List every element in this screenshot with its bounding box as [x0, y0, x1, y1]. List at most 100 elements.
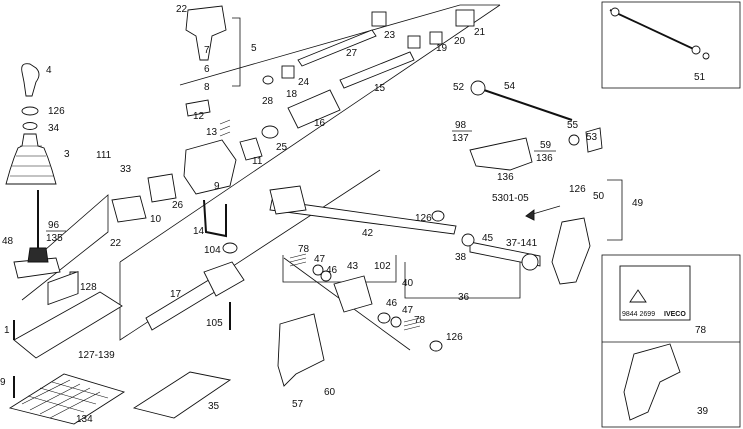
- callout: 8: [204, 82, 210, 93]
- callout: 10: [150, 214, 162, 225]
- callout: 7: [204, 45, 210, 56]
- callout: 54: [504, 81, 516, 92]
- cover-plate: [13, 291, 123, 359]
- callout: 47: [402, 305, 414, 316]
- callout: 27: [346, 48, 358, 59]
- callout: 51: [694, 72, 706, 83]
- callout-fraction-den: 135: [46, 233, 63, 244]
- callout: 50: [593, 191, 605, 202]
- callout: 46: [386, 298, 398, 309]
- callout-fraction-num: 59: [540, 140, 552, 151]
- callout: 52: [453, 82, 465, 93]
- gasket: [132, 371, 232, 419]
- callout: 45: [482, 233, 494, 244]
- callout: 33: [120, 164, 132, 175]
- gear-housing: [183, 139, 237, 195]
- callout: 23: [384, 30, 396, 41]
- callout: 43: [347, 261, 359, 272]
- callout: 22: [110, 238, 122, 249]
- callout: 126: [48, 106, 65, 117]
- callout: 134: [76, 414, 93, 425]
- callout: 49: [632, 198, 644, 209]
- callout: 3: [64, 149, 70, 160]
- callout: 11: [252, 156, 263, 167]
- callout-fraction-num: 98: [455, 120, 467, 131]
- callout: 4: [46, 65, 52, 76]
- selector-bracket: [185, 5, 227, 61]
- callout: 17: [170, 289, 182, 300]
- callout: 19: [436, 43, 448, 54]
- frame-lines: [21, 1, 741, 428]
- shift-lever: [551, 217, 591, 285]
- callout: 42: [362, 228, 374, 239]
- label-sheet-brand: IVECO: [664, 311, 686, 318]
- callout: 1: [4, 325, 10, 336]
- callout-labels: 22 5 7 6 8 4 126 34 3 12 13 11 9 26 10 1…: [0, 4, 709, 425]
- callout: 14: [193, 226, 205, 237]
- callout: 28: [262, 96, 274, 107]
- inset-box-78-39: [601, 254, 741, 428]
- gear-knob: [21, 63, 40, 97]
- callout: 20: [454, 36, 466, 47]
- callout: 24: [298, 77, 310, 88]
- nut: [22, 122, 38, 130]
- callout: 12: [193, 111, 205, 122]
- callout: 5301-05: [492, 193, 529, 204]
- callout: 5: [251, 43, 257, 54]
- rod-27: [297, 29, 377, 67]
- parts: [5, 5, 710, 425]
- rod-15: [339, 51, 415, 89]
- callout: 126: [415, 213, 432, 224]
- callout: 48: [2, 236, 14, 247]
- callout: 35: [208, 401, 220, 412]
- grille: [8, 373, 126, 425]
- callout: 55: [567, 120, 579, 131]
- callout: 36: [458, 292, 470, 303]
- callout-fraction-num: 96: [48, 220, 60, 231]
- callout: 21: [474, 27, 486, 38]
- mounting-bracket: [277, 313, 325, 387]
- callout: 6: [204, 64, 210, 75]
- callout: 25: [276, 142, 288, 153]
- callout: 104: [204, 245, 221, 256]
- callout: 13: [206, 127, 218, 138]
- callout: 26: [172, 200, 184, 211]
- callout-fraction-den: 137: [452, 133, 469, 144]
- callout: 46: [326, 265, 338, 276]
- inset-box-51: [601, 1, 741, 89]
- callout: 47: [314, 254, 326, 265]
- callout: 136: [497, 172, 514, 183]
- callout: 38: [455, 252, 467, 263]
- callout: 127-139: [78, 350, 115, 361]
- callout: 40: [402, 278, 414, 289]
- sleeve-16: [287, 89, 341, 129]
- callout: 9: [214, 181, 220, 192]
- callout: 78: [298, 244, 310, 255]
- gaiter-boot: [5, 133, 57, 185]
- elbow-40: [333, 275, 373, 313]
- bracket-plate: [469, 137, 533, 171]
- callout-fraction-den: 136: [536, 153, 553, 164]
- callout: 18: [286, 89, 298, 100]
- callout: 126: [446, 332, 463, 343]
- callout: 9: [0, 377, 6, 388]
- callout: 102: [374, 261, 391, 272]
- callout: 15: [374, 83, 386, 94]
- callout: 16: [314, 118, 326, 129]
- callout: 105: [206, 318, 223, 329]
- callout: 34: [48, 123, 60, 134]
- callout: 22: [176, 4, 188, 15]
- callout: 53: [586, 132, 598, 143]
- callout: 39: [697, 406, 709, 417]
- callout: 78: [414, 315, 426, 326]
- callout: 57: [292, 399, 304, 410]
- inset-bracket: [623, 343, 681, 421]
- shift-rod: [269, 199, 457, 235]
- callout: 78: [695, 325, 707, 336]
- washer: [21, 106, 39, 116]
- label-sheet: [619, 265, 691, 321]
- callout: 126: [569, 184, 586, 195]
- callout: 111: [96, 150, 112, 161]
- callout: 37-141: [506, 238, 538, 249]
